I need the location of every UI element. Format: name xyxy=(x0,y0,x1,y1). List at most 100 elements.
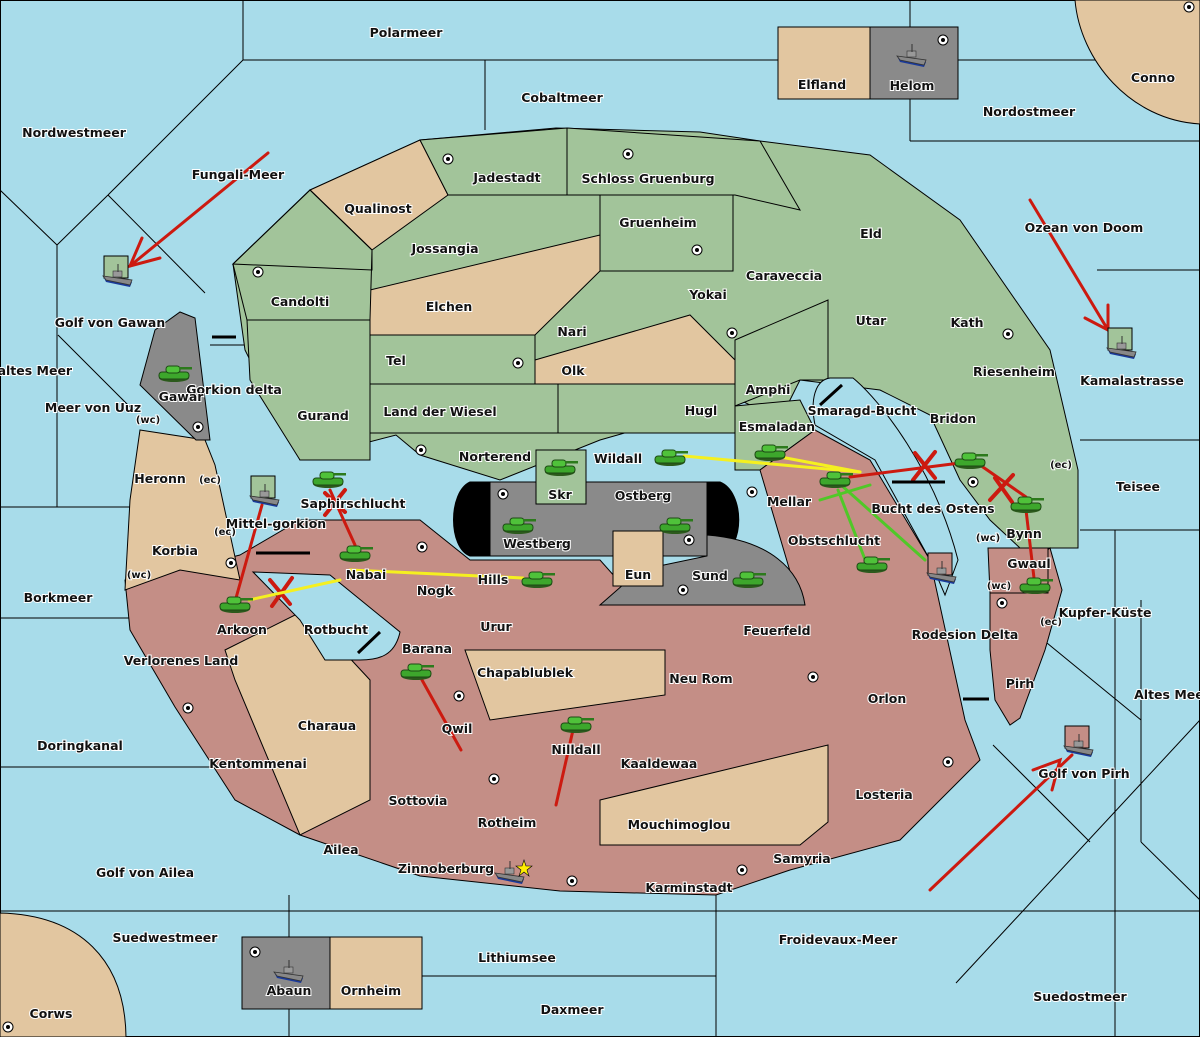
label-wiesel: Land der Wiesel xyxy=(383,404,496,419)
label-bridon: Bridon xyxy=(930,411,976,426)
order-arrow-bynn-bridon xyxy=(978,463,1028,499)
sc-kentommenai-icon xyxy=(182,702,194,714)
label-mouchimoglou: Mouchimoglou xyxy=(628,817,731,832)
label-feuerfeld: Feuerfeld xyxy=(743,623,810,638)
label-ornheim: Ornheim xyxy=(341,983,401,998)
label-kaaldewaa: Kaaldewaa xyxy=(621,756,698,771)
region-skr[interactable] xyxy=(535,449,587,505)
label-yokai: Yokai xyxy=(688,287,727,302)
region-amphi[interactable] xyxy=(734,299,829,407)
order-support-wildall xyxy=(682,454,862,474)
label-westberg: Westberg xyxy=(503,536,571,551)
region-gurand[interactable] xyxy=(246,319,371,461)
sc-mellar-icon xyxy=(746,486,758,498)
label-neurom: Neu Rom xyxy=(669,671,732,686)
label-ailea-gulf: Golf von Ailea xyxy=(96,865,194,880)
order-arrowhead xyxy=(1031,757,1063,792)
label-kupfer: Kupfer-Küste xyxy=(1059,605,1152,620)
label-bynn: Bynn xyxy=(1006,526,1041,541)
order-support-bucht xyxy=(838,482,927,562)
label-qwil: Qwil xyxy=(442,721,473,736)
label-nordwestmeer: Nordwestmeer xyxy=(22,125,127,140)
army-icon[interactable] xyxy=(654,449,689,467)
sc-pirh-icon xyxy=(996,597,1008,609)
label-jossangia: Jossangia xyxy=(410,241,478,256)
sc-jadestadt-icon xyxy=(442,153,454,165)
label-barana: Barana xyxy=(402,641,452,656)
label-norterend: Norterend xyxy=(459,449,531,464)
label-smaragd: Smaragd-Bucht xyxy=(808,403,917,418)
label-korbia: Korbia xyxy=(152,543,198,558)
label-gawar: Gawar xyxy=(159,389,205,404)
region-eun[interactable] xyxy=(612,530,664,587)
order-arrow-gwaul-bynn xyxy=(1024,508,1036,580)
region-mouchimoglou[interactable] xyxy=(599,744,829,846)
label-altes: Altes Meer xyxy=(1134,687,1200,702)
order-support-obstschlucht xyxy=(836,488,868,564)
label-nilldall: Nilldall xyxy=(551,742,600,757)
sc-sund-icon xyxy=(677,584,689,596)
label-riesenheim: Riesenheim xyxy=(973,364,1055,379)
label-verlorenes: Verlorenes Land xyxy=(124,653,239,668)
label-uuz: Meer von Uuz xyxy=(45,400,141,415)
region-schloss-gruenburg[interactable] xyxy=(566,127,802,211)
label-chapablublek: Chapablublek xyxy=(477,665,574,680)
sc-yokai-icon xyxy=(726,327,738,339)
label-kaltes: Kaltes Meer xyxy=(0,363,73,378)
sc-karminstadt-icon xyxy=(736,864,748,876)
region-corws[interactable] xyxy=(0,912,127,1037)
region-ornheim[interactable] xyxy=(329,936,423,1010)
region-elfland[interactable] xyxy=(777,26,871,100)
region-heronn-korbia[interactable] xyxy=(124,429,241,591)
label-rotheim: Rotheim xyxy=(478,815,537,830)
label-daxmeer: Daxmeer xyxy=(540,1002,604,1017)
label-utar: Utar xyxy=(856,313,888,328)
sc-gruenheim-icon xyxy=(691,244,703,256)
label-urur: Urur xyxy=(480,619,512,634)
label-ostberg: Ostberg xyxy=(615,488,672,503)
sea-labels: Polarmeer Cobaltmeer Nordwestmeer Fungal… xyxy=(0,24,1200,1018)
sea-rotbucht[interactable] xyxy=(251,571,401,661)
adjacency-arrows xyxy=(212,335,989,701)
order-arrow-qwil-barana xyxy=(420,678,463,752)
label-lithiumsee: Lithiumsee xyxy=(478,950,556,965)
label-elfland: Elfland xyxy=(798,77,846,92)
sc-rotheim-icon xyxy=(488,773,500,785)
region-chapablublek[interactable] xyxy=(464,649,666,721)
label-bucht-ostens: Bucht des Ostens xyxy=(871,501,994,516)
label-ailea: Ailea xyxy=(323,842,358,857)
label-hugl: Hugl xyxy=(685,403,718,418)
label-eld: Eld xyxy=(860,226,882,241)
label-polarmeer: Polarmeer xyxy=(370,25,444,40)
label-doringkanal: Doringkanal xyxy=(37,738,123,753)
army-icon[interactable] xyxy=(312,471,347,489)
sc-tel-icon xyxy=(512,357,524,369)
label-froidevaux: Froidevaux-Meer xyxy=(779,932,898,947)
label-eun: Eun xyxy=(625,567,651,582)
coast-label: (ec) xyxy=(214,527,236,538)
coast-label: (wc) xyxy=(987,581,1011,592)
label-teisee: Teisee xyxy=(1116,479,1160,494)
label-arkoon: Arkoon xyxy=(217,622,267,637)
orders xyxy=(127,151,1110,892)
label-gurand: Gurand xyxy=(297,408,349,423)
capital-star-icon xyxy=(515,859,533,877)
label-mittelgorkion: Mittel-gorkion xyxy=(226,516,326,531)
label-ozean: Ozean von Doom xyxy=(1025,220,1144,235)
label-sund: Sund xyxy=(692,568,728,583)
label-charaua: Charaua xyxy=(298,718,356,733)
label-karminstadt: Karminstadt xyxy=(645,880,732,895)
label-skr: Skr xyxy=(548,487,572,502)
sea-smaragd-bucht[interactable] xyxy=(812,377,959,597)
label-saphir: Saphirschlucht xyxy=(301,496,406,511)
label-qualinost: Qualinost xyxy=(344,201,411,216)
coast-label: (ec) xyxy=(1050,460,1072,471)
label-borkmeer: Borkmeer xyxy=(24,590,94,605)
label-hills: Hills xyxy=(478,572,509,587)
label-abaun: Abaun xyxy=(267,983,312,998)
region-conno[interactable] xyxy=(1074,0,1200,125)
land-regions xyxy=(231,127,1079,549)
region-gruenheim[interactable] xyxy=(599,194,734,272)
label-samyria: Samyria xyxy=(773,851,831,866)
double-arrow-icon xyxy=(356,630,382,655)
